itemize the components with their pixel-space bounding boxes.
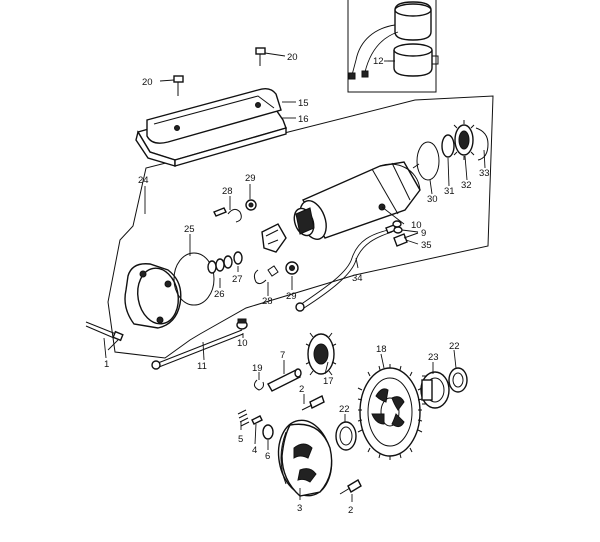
bushing-29-lower xyxy=(285,261,299,275)
callout-29-upper: 29 xyxy=(245,173,256,184)
callout-1: 1 xyxy=(104,359,109,370)
needle-bearing-23 xyxy=(420,371,450,409)
washer-22-left xyxy=(335,421,357,451)
callout-19: 19 xyxy=(252,363,263,374)
callout-2-lower: 2 xyxy=(348,505,353,516)
cover-assembly xyxy=(135,87,287,167)
callout-34: 34 xyxy=(352,273,363,284)
circlip-19 xyxy=(253,379,264,391)
washer-10-upper xyxy=(392,220,402,228)
washer-31 xyxy=(441,134,455,158)
callout-31: 31 xyxy=(444,186,455,197)
callout-11: 11 xyxy=(197,361,207,372)
spring-5 xyxy=(237,409,250,427)
callout-6: 6 xyxy=(265,451,270,462)
callout-27: 27 xyxy=(232,274,243,285)
callout-10-lower: 10 xyxy=(237,338,248,349)
callout-10-upper: 10 xyxy=(411,220,422,231)
callout-20-upper: 20 xyxy=(287,52,298,63)
nut-10-lower xyxy=(236,318,248,330)
callout-2-upper: 2 xyxy=(299,384,304,395)
callout-5: 5 xyxy=(238,434,243,445)
nut-9 xyxy=(393,226,403,234)
callout-3: 3 xyxy=(297,503,302,514)
contact-28-lower xyxy=(267,265,279,277)
bolt-20-upper xyxy=(255,47,286,66)
callout-18: 18 xyxy=(376,344,387,355)
assembly-outline xyxy=(107,95,494,359)
brush-parts-upper xyxy=(213,199,257,223)
starter-clutch-3 xyxy=(277,419,333,497)
brush-holder xyxy=(261,223,287,253)
callout-28-lower: 28 xyxy=(262,296,273,307)
callout-29-lower: 29 xyxy=(286,291,297,302)
callout-16: 16 xyxy=(298,114,309,125)
callout-28-upper: 28 xyxy=(222,186,233,197)
o-ring-30 xyxy=(416,141,440,181)
washer-stack-26 xyxy=(207,255,233,274)
gear-17 xyxy=(305,332,337,376)
lead-wire-34 xyxy=(295,224,397,312)
callout-23: 23 xyxy=(428,352,439,363)
callout-labels: 12 20 20 15 16 24 28 29 25 30 31 32 33 1… xyxy=(104,52,490,516)
inset-relay-box xyxy=(347,0,439,93)
roller-6 xyxy=(262,424,274,440)
end-cover xyxy=(124,263,182,329)
through-bolt-11 xyxy=(151,329,244,370)
callout-33: 33 xyxy=(479,168,490,179)
callout-26: 26 xyxy=(214,289,225,300)
callout-22-left: 22 xyxy=(339,404,350,415)
sprocket-18 xyxy=(357,364,423,460)
bolt-2-lower xyxy=(339,479,362,495)
callout-35: 35 xyxy=(421,240,432,251)
washer-27 xyxy=(233,251,243,265)
bolt-2-upper xyxy=(301,395,325,411)
callout-15: 15 xyxy=(298,98,309,109)
leader-lines xyxy=(103,60,486,502)
callout-17: 17 xyxy=(323,376,334,387)
callout-7: 7 xyxy=(280,350,285,361)
starter-motor xyxy=(293,161,421,240)
gear-32 xyxy=(453,120,475,160)
callout-32: 32 xyxy=(461,180,472,191)
bolt-20-lower xyxy=(159,75,184,96)
screw-1 xyxy=(85,321,124,342)
callout-12: 12 xyxy=(373,56,384,67)
callout-22-right: 22 xyxy=(449,341,460,352)
washer-22-right xyxy=(448,367,468,393)
callout-24: 24 xyxy=(138,175,149,186)
callout-4: 4 xyxy=(252,445,257,456)
callout-9: 9 xyxy=(421,228,426,239)
pin-4 xyxy=(251,415,263,425)
circlip-33 xyxy=(475,127,489,161)
callout-30: 30 xyxy=(427,194,438,205)
callout-25: 25 xyxy=(184,224,195,235)
o-ring-25 xyxy=(173,252,215,306)
bolt-35 xyxy=(393,232,419,247)
clip-28-lower xyxy=(253,269,267,285)
shaft-7 xyxy=(267,368,302,392)
callout-20-lower: 20 xyxy=(142,77,153,88)
